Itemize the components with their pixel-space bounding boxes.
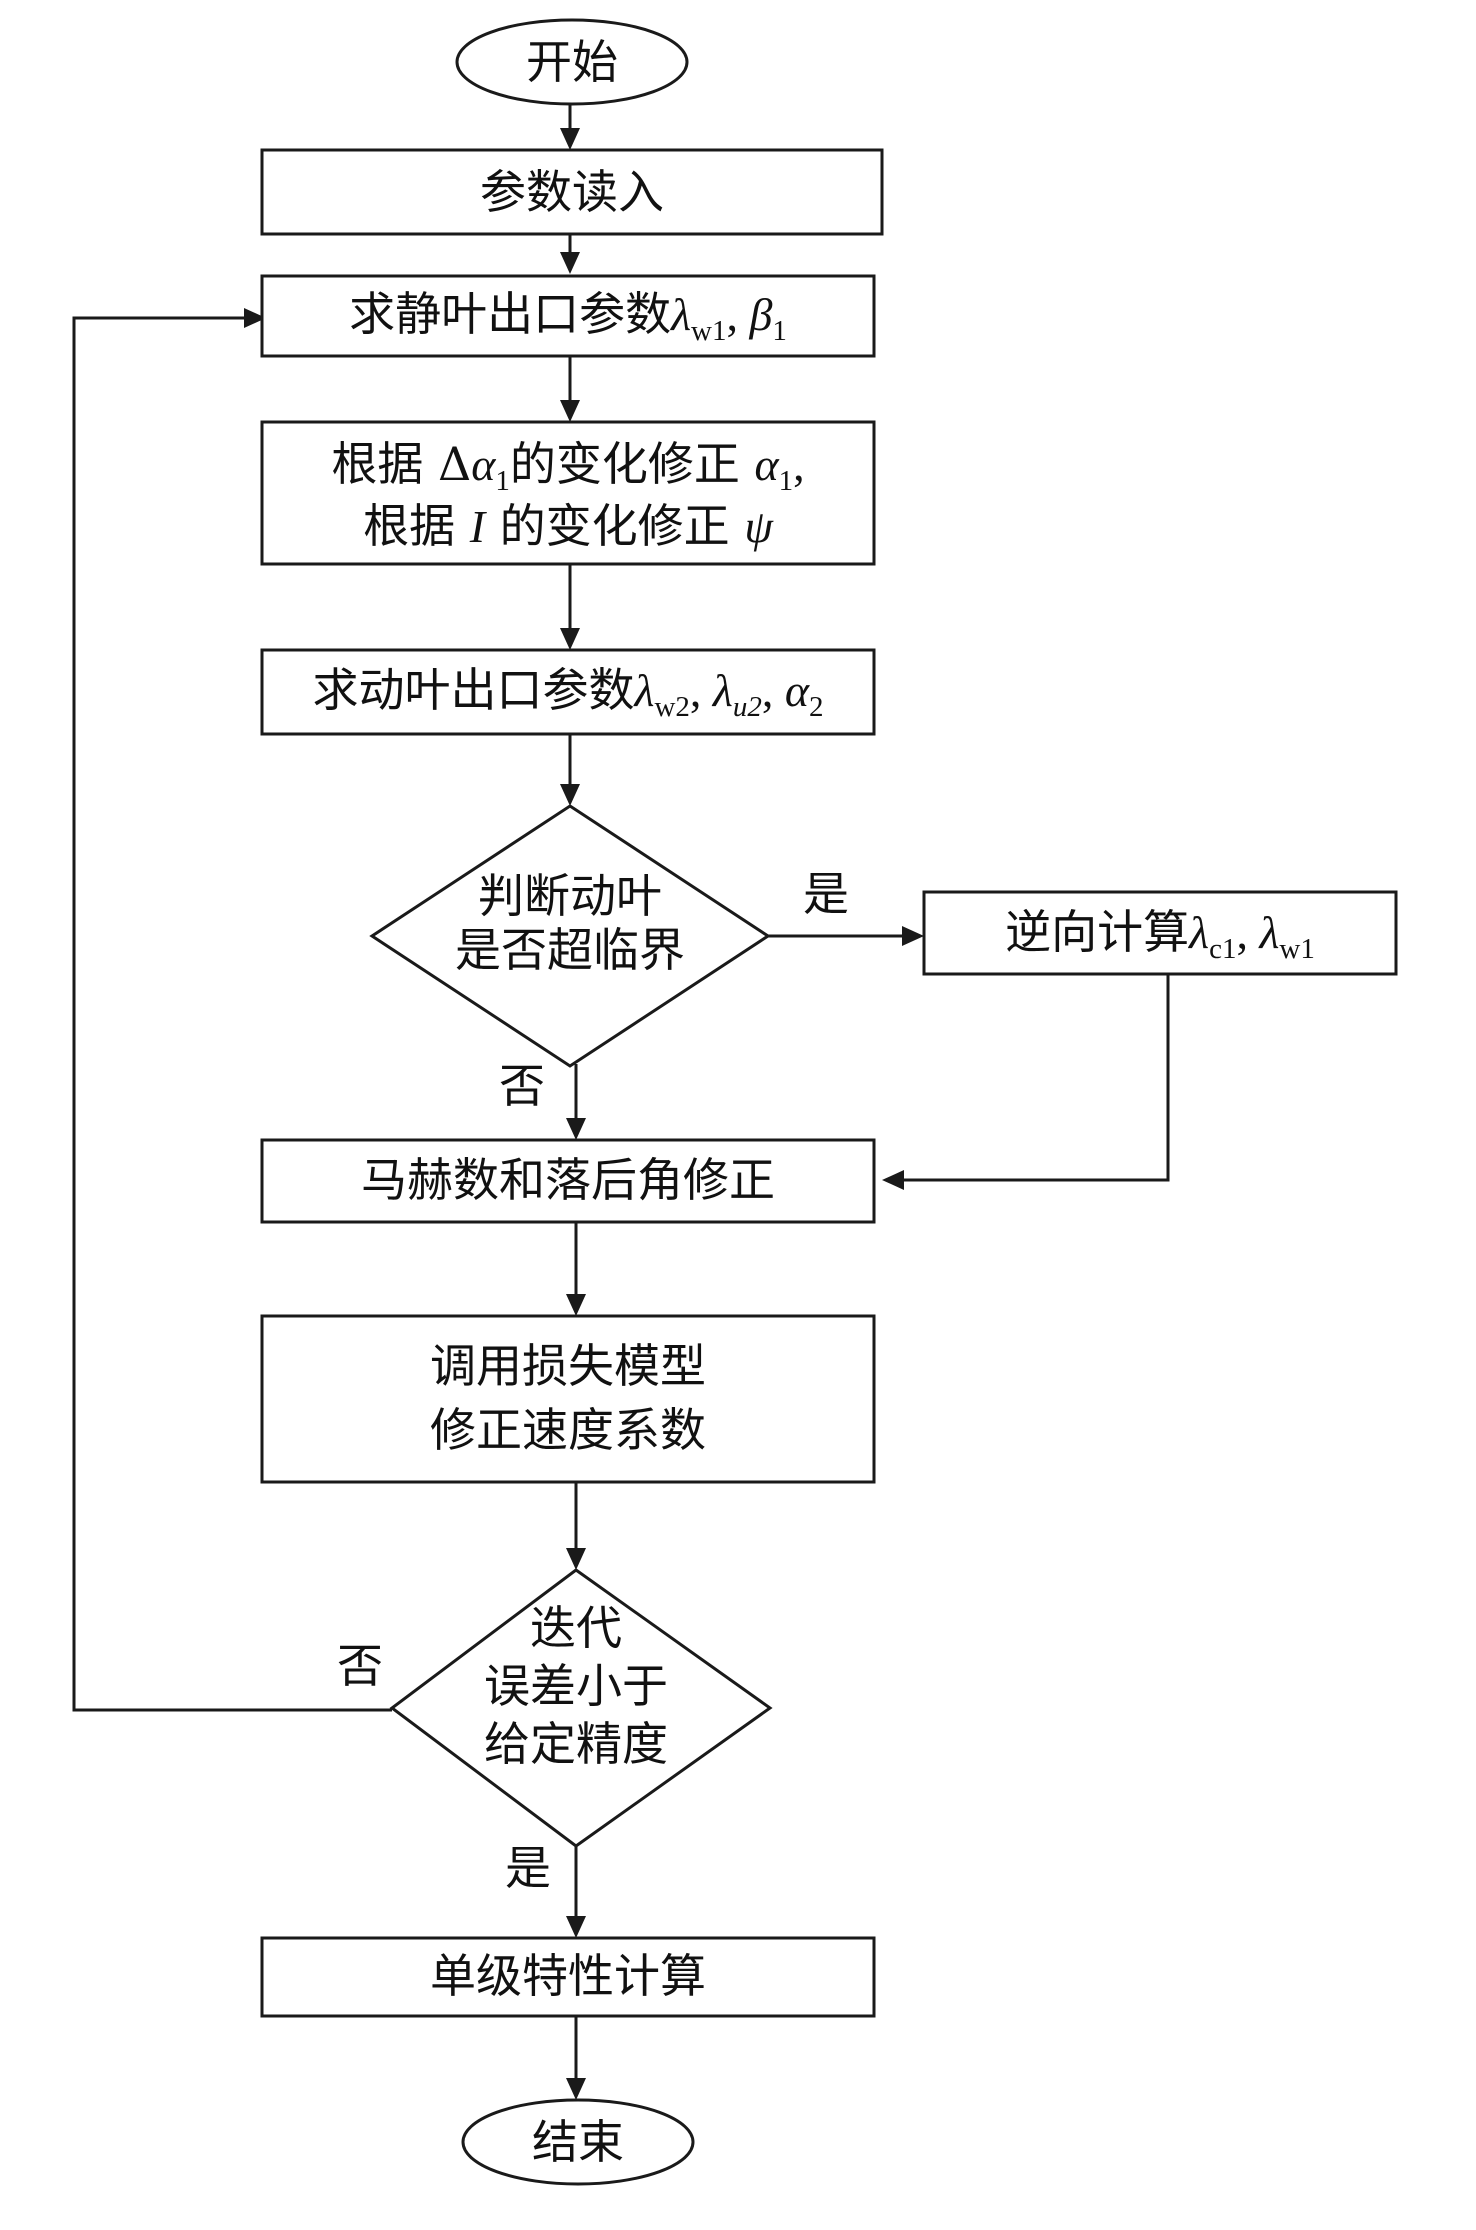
end-label: 结束 [532, 2115, 624, 2169]
arrowhead [566, 1548, 586, 1570]
mach-correction-node: 马赫数和落后角修正 [260, 1138, 876, 1224]
inverse-calc-node: 逆向计算λc1, λw1 [922, 890, 1398, 976]
arrowhead [560, 400, 580, 422]
arrowhead [566, 1118, 586, 1140]
arrowhead [566, 1916, 586, 1938]
arrowhead [560, 252, 580, 274]
converge-decision: 迭代 误差小于 给定精度 [389, 1568, 773, 1848]
label-no-supercritical: 否 [499, 1059, 545, 1113]
end-node: 结束 [461, 2098, 695, 2186]
loss-model-line2: 修正速度系数 [430, 1403, 706, 1457]
inverse-calc-label: 逆向计算λc1, λw1 [1005, 905, 1315, 965]
label-yes-converge: 是 [505, 1841, 551, 1895]
correction-line1: 根据 Δα1的变化修正 α1, [331, 437, 804, 497]
start-node: 开始 [455, 18, 689, 106]
converge-line3: 给定精度 [484, 1717, 668, 1771]
label-no-converge: 否 [337, 1639, 383, 1693]
arrowhead [882, 1170, 904, 1190]
rotor-outlet-node: 求动叶出口参数λw2, λu2, α2 [260, 648, 876, 736]
edge-converge-no-loop [72, 316, 392, 1712]
edge-inverse-to-mach [894, 974, 1170, 1182]
loss-model-box [260, 1314, 876, 1484]
stator-outlet-label: 求静叶出口参数λw1, β1 [349, 287, 787, 347]
stage-calc-label: 单级特性计算 [430, 1949, 706, 2003]
read-params-box [260, 148, 884, 236]
correction-box [260, 420, 876, 566]
arrowhead [566, 2078, 586, 2100]
stator-outlet-box [260, 274, 876, 358]
read-params-label: 参数读入 [480, 165, 664, 219]
loss-model-line1: 调用损失模型 [430, 1339, 706, 1393]
arrowhead [244, 308, 266, 328]
end-ellipse [461, 2098, 695, 2186]
stage-calc-node: 单级特性计算 [260, 1936, 876, 2018]
supercritical-line2: 是否超临界 [455, 923, 685, 977]
arrowhead [566, 1294, 586, 1316]
converge-line2: 误差小于 [484, 1659, 668, 1713]
arrowhead [560, 128, 580, 150]
supercritical-line1: 判断动叶 [478, 869, 662, 923]
correction-node: 根据 Δα1的变化修正 α1, 根据 I 的变化修正 ψ [260, 420, 876, 566]
mach-correction-box [260, 1138, 876, 1224]
arrowhead [560, 628, 580, 650]
stage-calc-box [260, 1936, 876, 2018]
mach-correction-label: 马赫数和落后角修正 [361, 1153, 775, 1207]
rotor-outlet-label: 求动叶出口参数λw2, λu2, α2 [313, 663, 824, 723]
start-label: 开始 [526, 35, 618, 89]
converge-line1: 迭代 [530, 1601, 622, 1655]
converge-diamond [389, 1568, 773, 1848]
stator-outlet-node: 求静叶出口参数λw1, β1 [260, 274, 876, 358]
loss-model-node: 调用损失模型 修正速度系数 [260, 1314, 876, 1484]
arrowhead [560, 784, 580, 806]
supercritical-decision: 判断动叶 是否超临界 [369, 804, 771, 1068]
arrowhead [902, 926, 924, 946]
start-ellipse [455, 18, 689, 106]
inverse-calc-box [922, 890, 1398, 976]
read-params-node: 参数读入 [260, 148, 884, 236]
supercritical-diamond [369, 804, 771, 1068]
label-yes-supercritical: 是 [803, 867, 849, 921]
connectors [72, 104, 1170, 2100]
rotor-outlet-box [260, 648, 876, 736]
correction-line2: 根据 I 的变化修正 ψ [363, 499, 774, 553]
